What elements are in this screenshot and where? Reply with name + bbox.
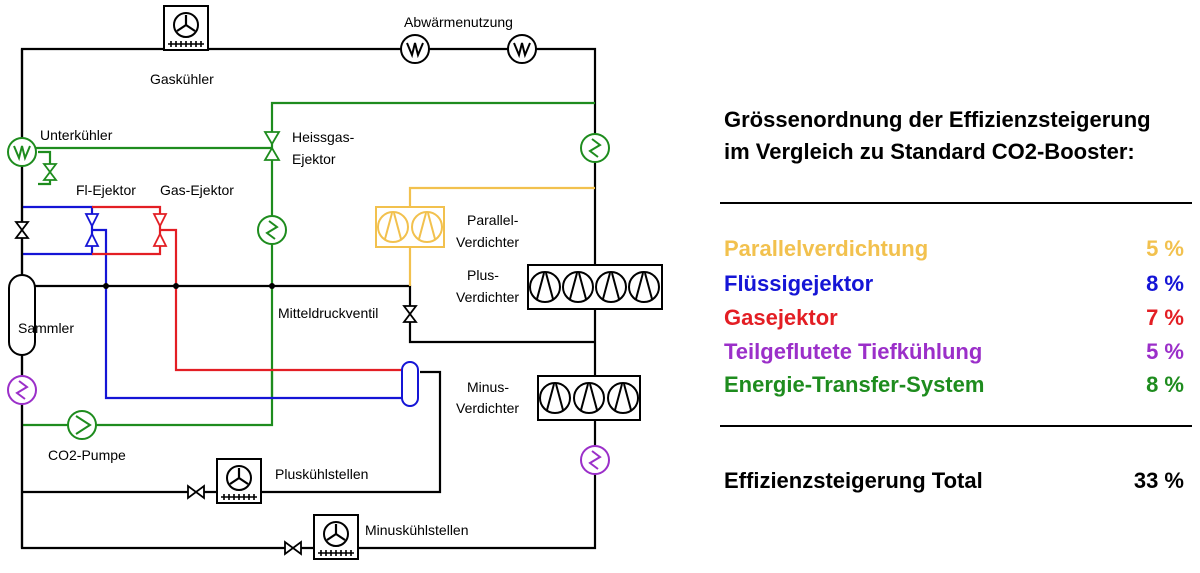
ets-exchanger-icon (257, 215, 287, 245)
black-valves (15, 221, 417, 555)
expansion-valve-icon (15, 221, 29, 239)
compressor-icon (628, 271, 660, 303)
item-label: Parallelverdichtung (724, 236, 929, 261)
label-minus-2: Verdichter (456, 400, 519, 416)
subcooler-exchanger-icon (7, 137, 37, 167)
item-value: 7 % (1146, 305, 1184, 330)
compressor-icon (562, 271, 594, 303)
gas-ejector-icon (152, 213, 168, 247)
divider-top (720, 202, 1192, 204)
compressor-icon (529, 271, 561, 303)
ets-exchanger-icon (580, 133, 610, 163)
efficiency-panel: Grössenordnung der Effizienzsteigerung i… (720, 0, 1192, 573)
item-value: 8 % (1146, 372, 1184, 397)
total-value: 33 % (1133, 468, 1184, 493)
co2-pump-icon (67, 410, 97, 440)
total-label: Effizienzsteigerung Total (724, 468, 983, 493)
divider-bottom (720, 425, 1192, 427)
heissgas-ejector-icon (263, 131, 281, 161)
label-mitteldruck: Mitteldruckventil (278, 305, 378, 321)
separator-vessel (401, 361, 419, 407)
label-heissgas-1: Heissgas- (292, 129, 355, 145)
label-gaskuehler: Gaskühler (150, 71, 214, 87)
flooded-exchanger-icon (580, 445, 610, 475)
plus-evaporator-fan-icon (215, 457, 263, 505)
heading-line-2: im Vergleich zu Standard CO2-Booster: (724, 139, 1135, 164)
compressor-icon (411, 211, 443, 243)
mitteldruck-valve-icon (403, 305, 417, 323)
label-minuskuehl: Minuskühlstellen (365, 522, 469, 538)
item-label: Gasejektor (724, 305, 838, 330)
sammler-vessel (8, 274, 36, 356)
heat-exchanger-icon (507, 34, 537, 64)
fl-ejector-icon (84, 213, 100, 247)
green-valve-icon (43, 163, 57, 181)
item-row-gas: Gasejektor 7 % (724, 305, 1184, 331)
panel-heading: Grössenordnung der Effizienzsteigerung i… (724, 104, 1151, 168)
label-heissgas-2: Ejektor (292, 151, 336, 167)
label-parallel-2: Verdichter (456, 234, 519, 250)
item-row-ets: Energie-Transfer-System 8 % (724, 372, 1184, 398)
label-minus-1: Minus- (467, 379, 509, 395)
label-plus-1: Plus- (467, 267, 499, 283)
heat-exchanger-icon (400, 34, 430, 64)
blue-lines (22, 205, 410, 400)
red-lines (92, 205, 410, 372)
item-value: 5 % (1146, 339, 1184, 364)
label-unterkuehler: Unterkühler (40, 127, 113, 143)
label-gas-ejektor: Gas-Ejektor (160, 182, 234, 198)
refrigeration-schematic: Gaskühler Abwärmenutzung Unterkühler Hei… (7, 4, 663, 561)
label-abwaerme: Abwärmenutzung (404, 14, 513, 30)
plus-compressors (527, 264, 663, 310)
item-row-tiefkuehlung: Teilgeflutete Tiefkühlung 5 % (724, 339, 1184, 365)
compressor-icon (595, 271, 627, 303)
label-plus-2: Verdichter (456, 289, 519, 305)
item-label: Teilgeflutete Tiefkühlung (724, 339, 983, 364)
yellow-lines (408, 186, 595, 286)
total-row: Effizienzsteigerung Total 33 % (724, 468, 1184, 494)
label-parallel-1: Parallel- (467, 212, 519, 228)
item-row-parallel: Parallelverdichtung 5 % (724, 236, 1184, 262)
compressor-icon (377, 211, 409, 243)
label-pluskuehl: Pluskühlstellen (275, 466, 368, 482)
compressor-icon (539, 382, 571, 414)
flooded-exchanger-icon (7, 375, 37, 405)
parallel-compressors (375, 206, 445, 248)
heading-line-1: Grössenordnung der Effizienzsteigerung (724, 107, 1151, 132)
gas-cooler-fan-icon (162, 4, 210, 52)
green-exchangers (7, 133, 610, 440)
junction-dots (103, 283, 275, 289)
compressor-icon (573, 382, 605, 414)
label-co2pumpe: CO2-Pumpe (48, 447, 126, 463)
item-label: Energie-Transfer-System (724, 372, 985, 397)
item-value: 8 % (1146, 271, 1184, 296)
minus-evaporator-fan-icon (312, 513, 360, 561)
item-value: 5 % (1146, 236, 1184, 261)
label-sammler: Sammler (18, 320, 74, 336)
compressor-icon (607, 382, 639, 414)
plus-valve-icon (187, 485, 205, 499)
item-label: Flüssigejektor (724, 271, 874, 296)
minus-compressors (537, 375, 641, 421)
label-fl-ejektor: Fl-Ejektor (76, 182, 136, 198)
item-row-fluessig: Flüssigejektor 8 % (724, 271, 1184, 297)
minus-valve-icon (284, 541, 302, 555)
